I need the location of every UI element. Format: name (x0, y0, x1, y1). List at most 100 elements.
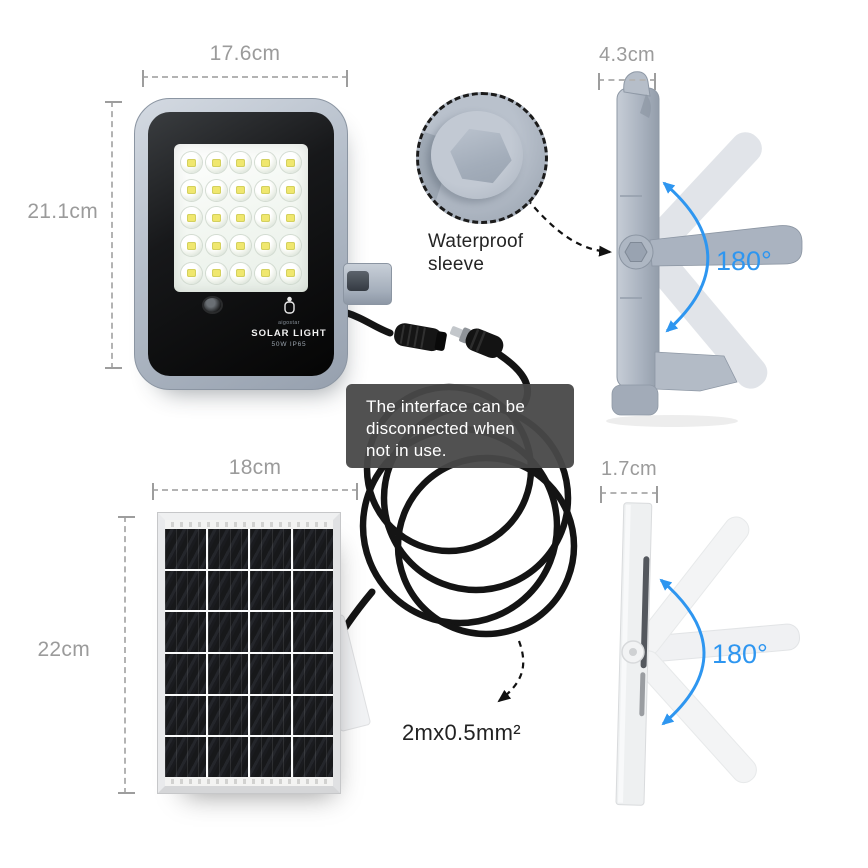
interface-tooltip: The interface can be disconnected when n… (346, 384, 574, 468)
led-chip (205, 152, 227, 174)
solar-cell (165, 654, 206, 694)
solar-panel-front-view (157, 512, 341, 794)
floodlight-depth-label: 4.3cm (599, 44, 655, 66)
floodlight-height-line (105, 101, 122, 369)
led-chip (205, 262, 227, 284)
solar-cell (207, 570, 248, 611)
cable-spec-label: 2mx0.5mm² (402, 720, 521, 745)
panel-cell-grid (165, 529, 333, 777)
led-chip (180, 179, 202, 201)
solar-cell (250, 654, 291, 694)
led-grid (179, 149, 303, 287)
solar-cell (165, 529, 206, 569)
waterproof-sleeve-label: Waterproof sleeve (428, 230, 523, 276)
ghost-arm-up (643, 132, 762, 258)
floodlight-face: aigostar SOLAR LIGHT 50W IP65 (148, 112, 334, 376)
solar-cell (292, 695, 333, 736)
tooltip-line1: The interface can be (366, 397, 525, 416)
led-chip (230, 152, 252, 174)
panel-side-view: 180° (615, 502, 801, 806)
led-chip (255, 152, 277, 174)
cable-segment (340, 308, 394, 337)
solar-cell (207, 529, 248, 569)
male-plug (449, 326, 504, 359)
solar-cell (292, 612, 333, 652)
led-chip (180, 207, 202, 229)
floodlight-side-view: 180° (606, 71, 803, 427)
led-chip (255, 179, 277, 201)
rotation-arc (659, 578, 706, 726)
floodlight-height-label: 21.1cm (27, 200, 98, 223)
led-chip (180, 262, 202, 284)
solar-cell (292, 737, 333, 777)
panel-height-label: 22cm (37, 638, 90, 661)
tooltip-line3: not in use. (366, 441, 447, 460)
solar-cell (165, 737, 206, 777)
pivot-nut (618, 234, 654, 270)
solar-cell (165, 612, 206, 652)
led-chip (230, 207, 252, 229)
led-chip (230, 179, 252, 201)
solar-cell (250, 529, 291, 569)
panel-width-label: 18cm (228, 456, 282, 479)
solar-cell (250, 570, 291, 611)
panel-depth-label: 1.7cm (601, 458, 657, 480)
led-panel (174, 144, 308, 292)
led-chip (205, 235, 227, 257)
led-chip (255, 235, 277, 257)
waterproof-label-line2: sleeve (428, 254, 485, 275)
panel-rotation-label: 180° (712, 639, 768, 669)
solar-cell (207, 612, 248, 652)
led-chip (255, 262, 277, 284)
solar-cell (292, 570, 333, 611)
panel-height-line (118, 516, 135, 794)
rotation-arc (662, 181, 710, 333)
solar-cell (292, 529, 333, 569)
led-chip (280, 152, 302, 174)
led-chip (230, 235, 252, 257)
brand-logo-icon (283, 296, 295, 314)
panel-busbar-strip-top (165, 520, 333, 529)
floodlight-depth-line (598, 73, 656, 90)
led-chip (280, 262, 302, 284)
floodlight-front-view: aigostar SOLAR LIGHT 50W IP65 (134, 98, 392, 390)
tooltip-line2: disconnected when (366, 419, 515, 438)
solar-cell (250, 695, 291, 736)
solar-cell (250, 737, 291, 777)
waterproof-label-line1: Waterproof (428, 231, 524, 252)
panel-depth-line (600, 486, 658, 503)
floodlight-rotation-label: 180° (716, 246, 772, 276)
solar-cell (207, 654, 248, 694)
cable-spec-arrow (497, 640, 525, 703)
product-name: SOLAR LIGHT (251, 328, 327, 339)
led-chip (280, 207, 302, 229)
product-spec: 50W IP65 (271, 341, 307, 348)
solar-cell (292, 654, 333, 694)
mount-bracket-arm (649, 225, 803, 267)
bracket-knob-slot (347, 271, 369, 291)
light-sensor (204, 298, 221, 312)
callout-pointer-arrow (526, 198, 612, 257)
solar-cell (207, 737, 248, 777)
floodlight-width-label: 17.6cm (209, 42, 281, 65)
bracket-knob (343, 263, 392, 305)
brand-name: aigostar (278, 320, 300, 326)
panel-width-line (152, 483, 358, 500)
pivot-hinge (621, 640, 645, 664)
solar-cell (207, 695, 248, 736)
solar-cell (165, 695, 206, 736)
panel-busbar-strip-bottom (165, 777, 333, 786)
solar-cell (165, 570, 206, 611)
product-label: aigostar SOLAR LIGHT 50W IP65 (244, 296, 334, 348)
led-chip (180, 152, 202, 174)
led-chip (205, 207, 227, 229)
led-chip (230, 262, 252, 284)
led-chip (180, 235, 202, 257)
led-chip (280, 179, 302, 201)
led-chip (280, 235, 302, 257)
led-chip (205, 179, 227, 201)
floodlight-width-line (142, 70, 348, 87)
led-chip (255, 207, 277, 229)
waterproof-sleeve-zoom-circle (416, 92, 548, 224)
